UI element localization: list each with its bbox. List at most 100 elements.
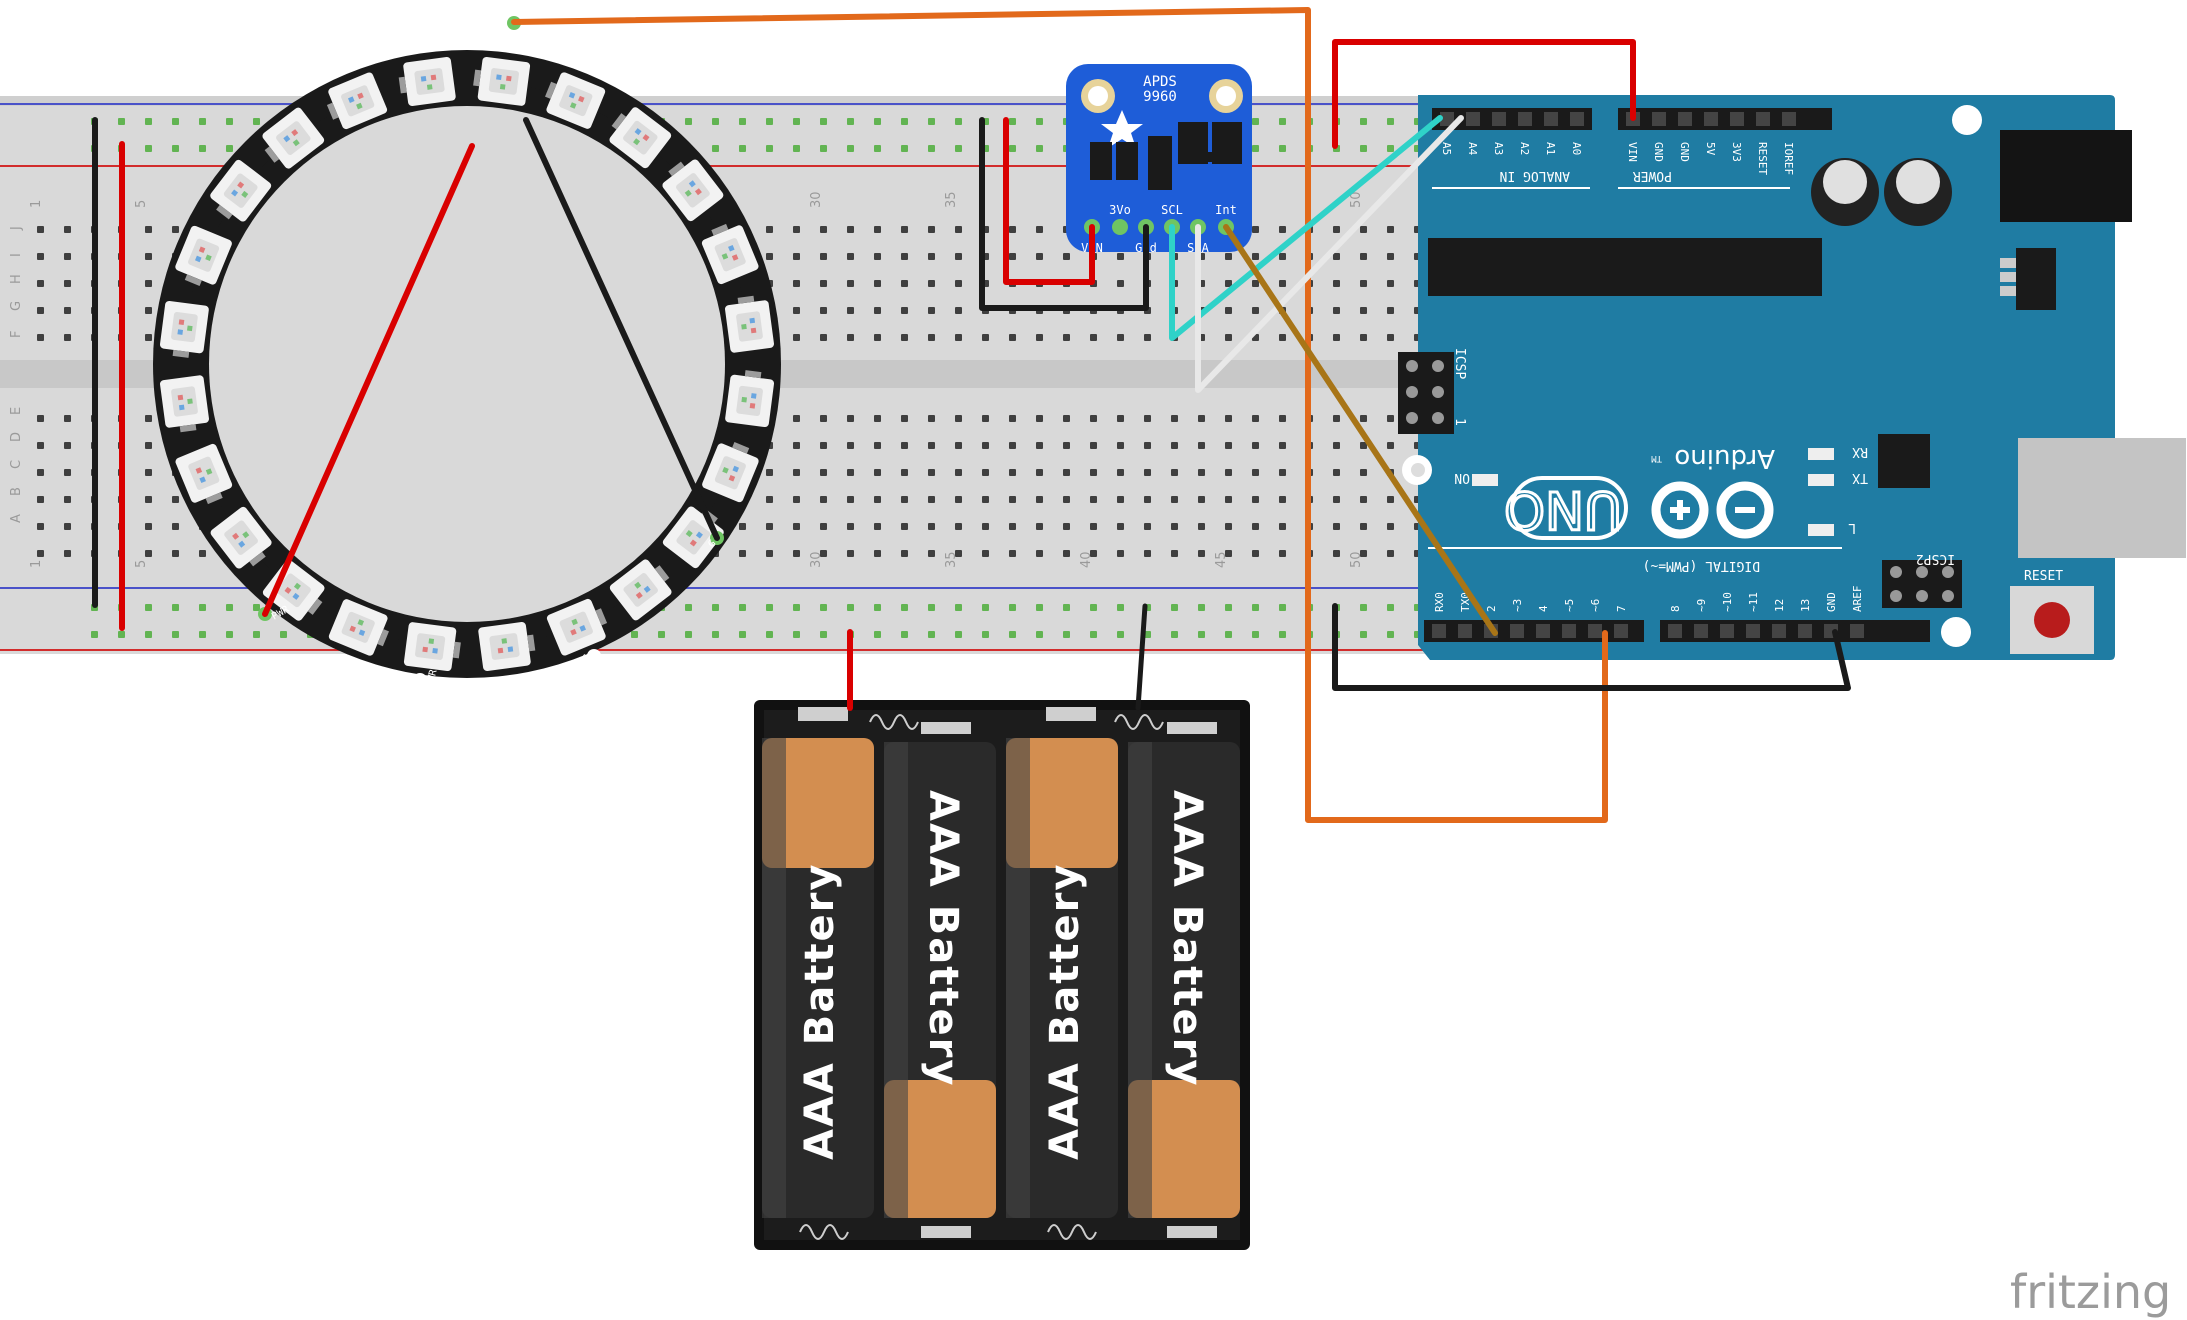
digital-pin-label: 8 <box>1669 605 1682 612</box>
digital-pin[interactable] <box>1588 624 1602 638</box>
ring-pwr-pad-2 <box>413 673 427 687</box>
digital-pin-label: ~11 <box>1747 592 1760 612</box>
analog-pin[interactable] <box>1466 112 1480 126</box>
battery-cell-label: AAA Battery <box>797 863 843 1160</box>
icsp-label: ICSP <box>1452 348 1467 379</box>
sensor-pin-label-top: SCL <box>1161 203 1183 217</box>
sensor-name-line2: 9960 <box>1143 89 1177 105</box>
breadboard-row-label: G <box>9 301 24 311</box>
breadboard-col-label: 45 <box>1214 551 1229 568</box>
infinity-icon <box>1651 481 1774 539</box>
ring-led <box>702 442 759 503</box>
ring-led <box>478 622 536 671</box>
ring-led <box>328 599 389 656</box>
battery-cell-3: AAA Battery <box>1006 738 1118 1218</box>
wire-red-sensor-vin <box>1003 117 1095 285</box>
neopixel-ring: OUT IN PWR G G PWR <box>153 16 781 689</box>
wire-black-battery <box>1135 603 1148 711</box>
ring-pwr-label: PWR <box>424 668 440 689</box>
power-pin[interactable] <box>1730 112 1744 126</box>
battery-cell-1: AAA Battery <box>762 738 874 1218</box>
digital-pin[interactable] <box>1850 624 1864 638</box>
sensor-pin-label-top: 3Vo <box>1109 203 1131 217</box>
digital-pin[interactable] <box>1432 624 1446 638</box>
analog-pin[interactable] <box>1440 112 1454 126</box>
analog-pin[interactable] <box>1518 112 1532 126</box>
breadboard-row-label: C <box>9 460 24 469</box>
sensor-pin-label-top: Int <box>1215 203 1237 217</box>
breadboard-row-label: A <box>9 514 24 523</box>
rx-led <box>1808 448 1834 460</box>
ring-led <box>398 57 456 106</box>
breadboard-row-label: E <box>9 407 24 415</box>
digital-pin[interactable] <box>1668 624 1682 638</box>
analog-pin-label: A3 <box>1492 142 1505 155</box>
digital-pin[interactable] <box>1458 624 1472 638</box>
battery-cell-4: AAA Battery <box>1128 742 1240 1218</box>
digital-pin[interactable] <box>1798 624 1812 638</box>
breadboard-col-label: 1 <box>29 200 44 208</box>
analog-pin[interactable] <box>1544 112 1558 126</box>
digital-pin-label: 13 <box>1799 599 1812 612</box>
battery-cell-label: AAA Battery <box>1164 790 1210 1087</box>
digital-pin-label: 12 <box>1773 599 1786 612</box>
analog-pin[interactable] <box>1492 112 1506 126</box>
sensor-name-line1: APDS <box>1143 74 1177 90</box>
power-pin-label: RESET <box>1756 142 1769 175</box>
power-pin-label: 5V <box>1704 142 1717 156</box>
digital-pin[interactable] <box>1510 624 1524 638</box>
power-pin[interactable] <box>1756 112 1770 126</box>
ring-out-label: OUT <box>329 54 347 75</box>
digital-pin[interactable] <box>1746 624 1760 638</box>
usb-connector <box>2018 438 2186 558</box>
reset-button[interactable] <box>2010 586 2094 654</box>
analog-pin-label: A2 <box>1518 142 1531 155</box>
digital-pin[interactable] <box>1694 624 1708 638</box>
icsp-pin1-label: 1 <box>1452 418 1467 426</box>
breadboard-col-label: 1 <box>29 560 44 568</box>
digital-pin[interactable] <box>1614 624 1628 638</box>
breadboard-col-label: 35 <box>944 551 959 568</box>
ring-led <box>609 107 672 169</box>
breadboard-row-label: B <box>9 487 24 496</box>
breadboard-col-label: 40 <box>1079 551 1094 568</box>
ring-led <box>160 375 209 433</box>
analog-pin[interactable] <box>1570 112 1584 126</box>
digital-pin[interactable] <box>1562 624 1576 638</box>
sensor-pin[interactable] <box>1112 219 1128 235</box>
power-pin[interactable] <box>1652 112 1666 126</box>
breadboard-row-label: D <box>9 432 24 442</box>
digital-pin[interactable] <box>1536 624 1550 638</box>
ring-led <box>403 622 461 672</box>
ring-led <box>609 559 672 621</box>
analog-pin-label: A1 <box>1544 142 1557 155</box>
ring-g-label: G <box>581 653 594 664</box>
digital-pin[interactable] <box>1772 624 1786 638</box>
wires <box>92 7 1851 823</box>
digital-pin-label: GND <box>1825 592 1838 612</box>
power-pin[interactable] <box>1782 112 1796 126</box>
breadboard-col-label: 50 <box>1349 551 1364 568</box>
ring-led <box>262 559 325 621</box>
ring-led <box>210 159 272 222</box>
digital-pin-label: ~5 <box>1563 599 1576 612</box>
battery-pack: AAA Battery AAA Battery AAA Battery AAA … <box>754 700 1250 1250</box>
digital-pin[interactable] <box>1720 624 1734 638</box>
star-logo-icon <box>1101 110 1143 148</box>
power-pin[interactable] <box>1704 112 1718 126</box>
ring-led <box>662 159 724 222</box>
battery-cell-label: AAA Battery <box>920 790 966 1087</box>
ring-led <box>725 295 774 353</box>
icsp2-label: ICSP2 <box>1916 551 1955 566</box>
digital-pin-label: ~9 <box>1695 599 1708 612</box>
power-pin[interactable] <box>1678 112 1692 126</box>
wire-red-5v <box>1332 39 1636 149</box>
analog-in-label: ANALOG IN <box>1500 168 1570 183</box>
breadboard-col-label: 5 <box>134 560 149 568</box>
power-pin-label: VIN <box>1626 142 1639 162</box>
breadboard-row-label: F <box>9 331 24 338</box>
ring-led <box>262 107 325 169</box>
ring-led <box>210 506 272 569</box>
breadboard-col-label: 30 <box>809 551 824 568</box>
